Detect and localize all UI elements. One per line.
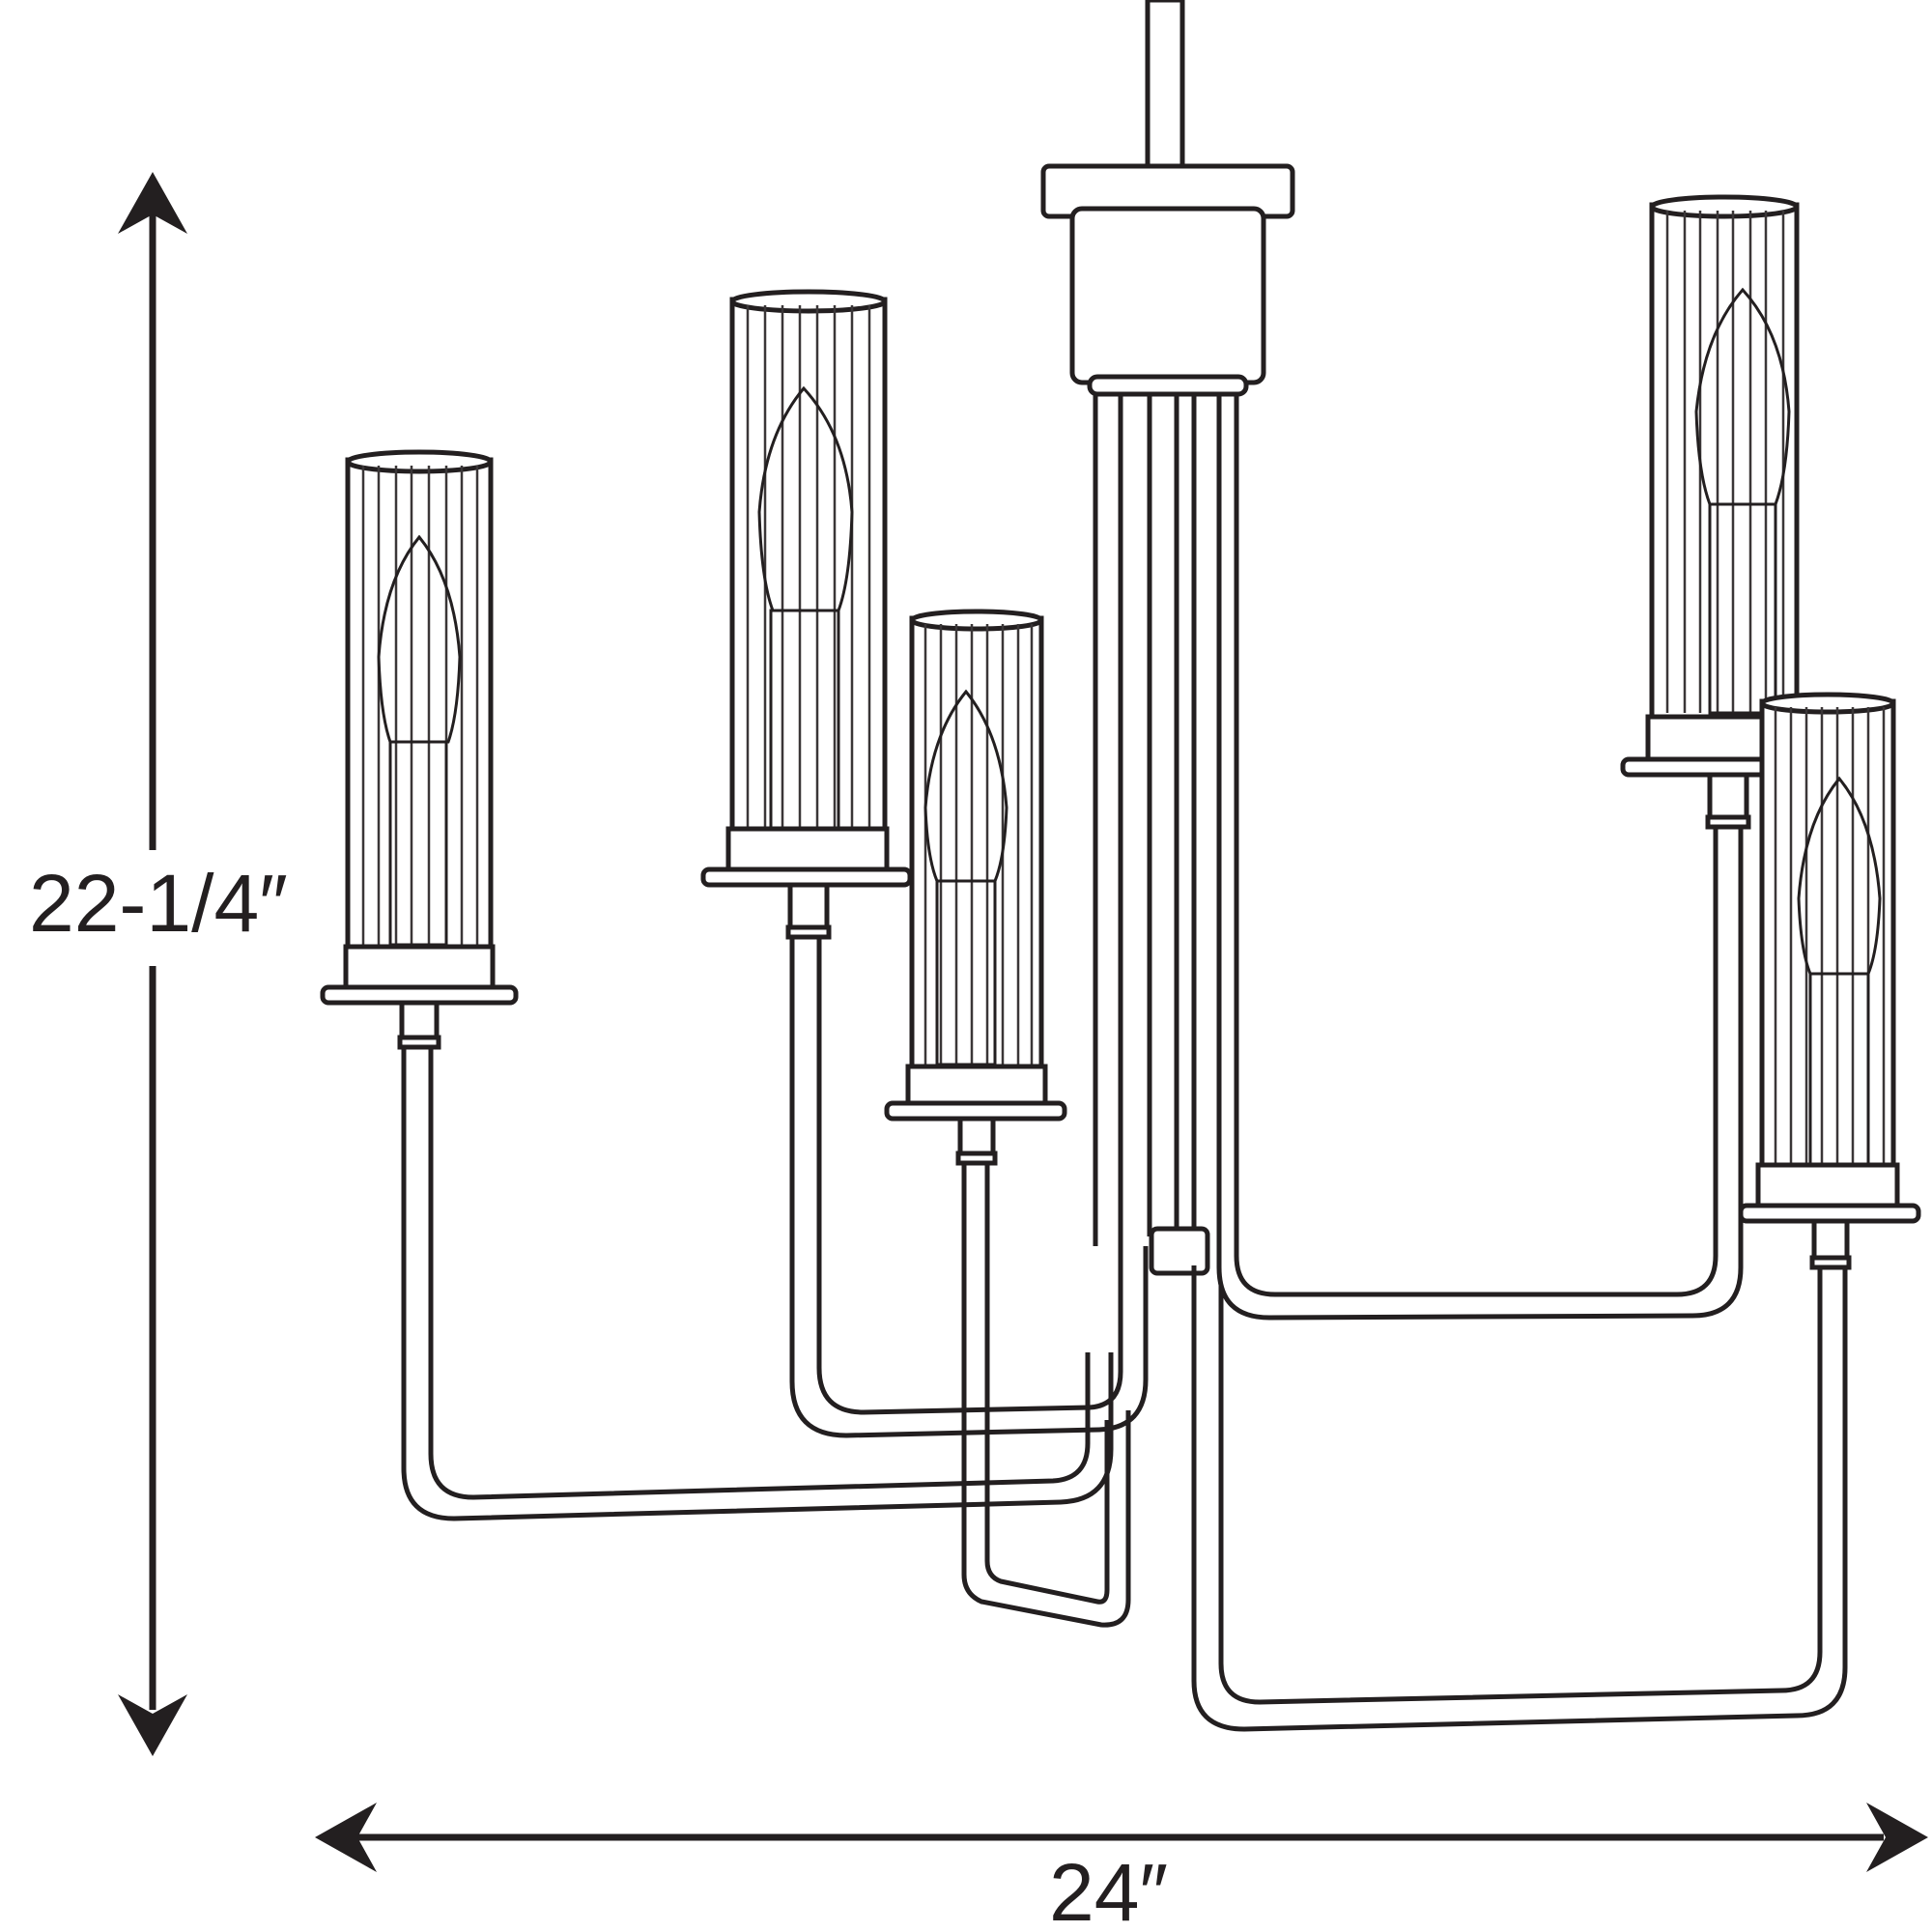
light-back-right bbox=[1620, 194, 1829, 830]
fixture-canopy bbox=[1040, 163, 1295, 397]
fluted-glass-shade bbox=[1759, 698, 1896, 1174]
socket-coupler bbox=[399, 1000, 440, 1042]
socket-coupler bbox=[787, 882, 830, 932]
width-dimension: 24″ bbox=[315, 1803, 1928, 1932]
fluted-glass-shade bbox=[1649, 202, 1800, 722]
bobeche-cup bbox=[905, 1064, 1048, 1108]
arm-4-back-right bbox=[1216, 827, 1744, 1321]
light-front-right bbox=[1738, 692, 1921, 1270]
height-label: 22-1/4″ bbox=[29, 858, 288, 949]
bobeche-cup bbox=[343, 944, 496, 992]
center-rods bbox=[1093, 394, 1239, 1276]
bobeche-cup bbox=[725, 826, 890, 874]
light-mid-left bbox=[700, 289, 913, 940]
arm-5-front-right bbox=[1191, 1265, 1848, 1732]
arrow-left-icon bbox=[315, 1803, 377, 1872]
fluted-glass-shade bbox=[345, 457, 494, 955]
arm-2-mid-left bbox=[789, 939, 1149, 1438]
arrow-right-icon bbox=[1866, 1803, 1928, 1872]
light-far-left bbox=[320, 449, 519, 1050]
fixture-stem bbox=[1145, 0, 1185, 169]
socket-coupler bbox=[1707, 772, 1749, 824]
light-front-center bbox=[884, 609, 1067, 1166]
arrow-down-icon bbox=[118, 1694, 187, 1756]
arm-3-front-left bbox=[961, 1157, 1131, 1628]
candle-sleeve bbox=[1708, 502, 1777, 715]
arrow-up-icon bbox=[118, 172, 187, 234]
fluted-glass-shade bbox=[729, 297, 888, 839]
width-label: 24″ bbox=[1049, 1847, 1168, 1932]
fluted-glass-shade bbox=[909, 615, 1044, 1075]
height-dimension: 22-1/4″ bbox=[29, 172, 288, 1756]
bobeche-cup bbox=[1755, 1162, 1900, 1208]
